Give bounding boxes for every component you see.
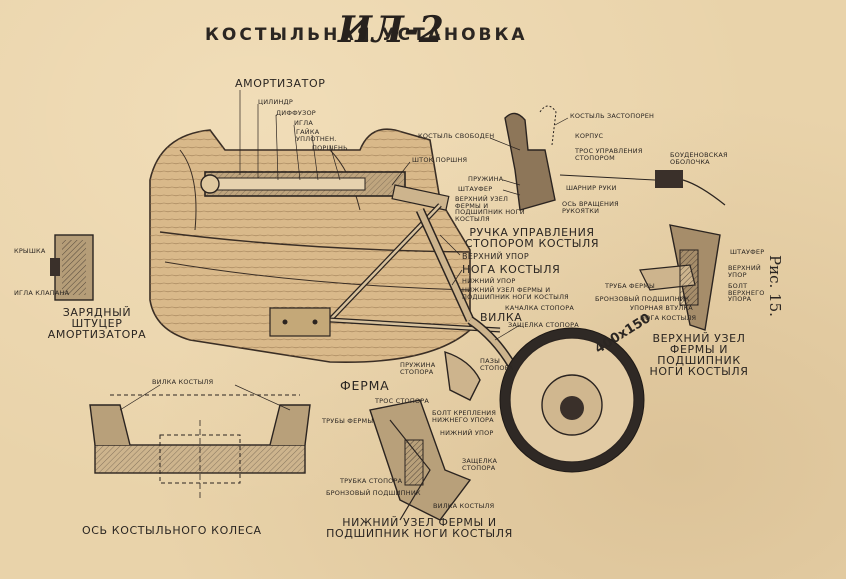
leader-lines — [119, 90, 569, 411]
label-korpus: КОРПУС — [575, 132, 604, 140]
label-upper-noga: НОГА КОСТЫЛЯ — [640, 314, 697, 322]
label-cilindr: ЦИЛИНДР — [258, 98, 293, 106]
label-lower-bronzovy: БРОНЗОВЫЙ ПОДШИПНИК — [326, 489, 421, 497]
lower-node-detail — [369, 399, 472, 521]
label-upper-truba-fermy: ТРУБА ФЕРМЫ — [605, 282, 655, 290]
caption-axle: ОСЬ КОСТЫЛЬНОГО КОЛЕСА — [82, 524, 262, 537]
label-lower-zashchelka: ЗАЩЕЛКА СТОПОРА — [462, 457, 498, 472]
label-nizhniy-uzel-small: НИЖНИЙ УЗЕЛ ФЕРМЫ И ПОДШИПНИК НОГИ КОСТЫ… — [462, 286, 569, 301]
label-upper-bolt: БОЛТ ВЕРХНЕГО УПОРА — [728, 282, 765, 303]
label-nizhniy-upor: НИЖНИЙ УПОР — [462, 277, 516, 285]
label-tros-upravleniya: ТРОС УПРАВЛЕНИЯ СТОПОРОМ — [575, 147, 643, 162]
label-lower-nizhniy-upor: НИЖНИЙ УПОР — [440, 429, 494, 437]
label-lower-bolt: БОЛТ КРЕПЛЕНИЯ НИЖНЕГО УПОРА — [432, 409, 497, 424]
label-kryshka: КРЫШКА — [14, 247, 46, 255]
label-upper-upornaya-vtulka: УПОРНАЯ ВТУЛКА — [630, 304, 693, 312]
label-gaika-uplotnen: ГАЙКА УПЛОТНЕН. — [296, 128, 337, 143]
label-upper-bronzovy: БРОНЗОВЫЙ ПОДШИПНИК — [595, 295, 690, 303]
label-os-vrashcheniya: ОСЬ ВРАЩЕНИЯ РУКОЯТКИ — [562, 200, 619, 215]
label-noga-kostylya: НОГА КОСТЫЛЯ — [462, 263, 561, 276]
label-kostyl-svoboden: КОСТЫЛЬ СВОБОДЕН — [418, 132, 495, 140]
label-upper-verkhniy-upor: ВЕРХНИЙ УПОР — [728, 264, 761, 279]
label-sharnir-ruki: ШАРНИР РУКИ — [566, 184, 617, 192]
page-title: КОСТЫЛЬНАЯ УСТАНОВКА — [205, 25, 528, 45]
shock-absorber — [200, 171, 450, 211]
label-verkhniy-upor: ВЕРХНИЙ УПОР — [462, 252, 529, 261]
label-shtaufer: ШТАУФЕР — [458, 185, 493, 193]
tail-wheel — [499, 327, 645, 473]
caption-upper-node: ВЕРХНИЙ УЗЕЛ ФЕРМЫ И ПОДШИПНИК НОГИ КОСТ… — [649, 332, 749, 378]
label-ferma: ФЕРМА — [340, 378, 390, 393]
label-pazy-stopora: ПАЗЫ СТОПОРА — [480, 357, 514, 372]
label-igla-klapana: ИГЛА КЛАПАНА — [14, 289, 70, 297]
label-axle-vilka: ВИЛКА КОСТЫЛЯ — [152, 378, 214, 386]
upper-node-detail — [639, 224, 721, 331]
control-handle-detail — [504, 105, 726, 211]
label-lower-vilka: ВИЛКА КОСТЫЛЯ — [433, 502, 495, 510]
label-lower-trubka-stopora: ТРУБКА СТОПОРА — [340, 477, 403, 485]
caption-charging-fitting: ЗАРЯДНЫЙ ШТУЦЕР АМОРТИЗАТОРА — [47, 306, 147, 341]
label-pruzhina-stopora: ПРУЖИНА СТОПОРА — [400, 361, 436, 376]
label-shtok-porshnya: ШТОК ПОРШНЯ — [412, 156, 468, 164]
label-budenovskaya-obolochka: БОУДЕНОВСКАЯ ОБОЛОЧКА — [670, 151, 728, 166]
label-vilka: ВИЛКА — [480, 311, 523, 324]
aircraft-stamp: ИЛ-2 — [338, 9, 444, 51]
label-amortizator: АМОРТИЗАТОР — [235, 77, 326, 90]
label-lower-tros-stopora: ТРОС СТОПОРА — [375, 397, 430, 405]
label-porshen: ПОРШЕНЬ — [312, 144, 348, 152]
label-zashchelka-stopora: ЗАЩЕЛКА СТОПОРА — [508, 321, 579, 329]
label-pruzhina: ПРУЖИНА — [468, 175, 504, 183]
label-upper-shtaufer: ШТАУФЕР — [730, 248, 765, 256]
label-verkhniy-uzel-fermy: ВЕРХНИЙ УЗЕЛ ФЕРМЫ И ПОДШИПНИК НОГИ КОСТ… — [455, 195, 525, 223]
label-lower-truby-fermy: ТРУБЫ ФЕРМЫ — [322, 417, 374, 425]
label-kachalka-stopora: КАЧАЛКА СТОПОРА — [505, 304, 574, 312]
label-ruchka-upravleniya: РУЧКА УПРАВЛЕНИЯ СТОПОРОМ КОСТЫЛЯ — [464, 226, 600, 250]
truss-and-leg — [269, 203, 563, 414]
label-kostyl-zastoporen: КОСТЫЛЬ ЗАСТОПОРЕН — [570, 112, 655, 120]
axle-detail — [89, 394, 311, 500]
caption-lower-node: НИЖНИЙ УЗЕЛ ФЕРМЫ И ПОДШИПНИК НОГИ КОСТЫ… — [326, 516, 513, 540]
label-igla: ИГЛА — [294, 119, 313, 127]
charging-fitting-detail — [50, 234, 94, 301]
label-diffuzor: ДИФФУЗОР — [276, 109, 316, 117]
